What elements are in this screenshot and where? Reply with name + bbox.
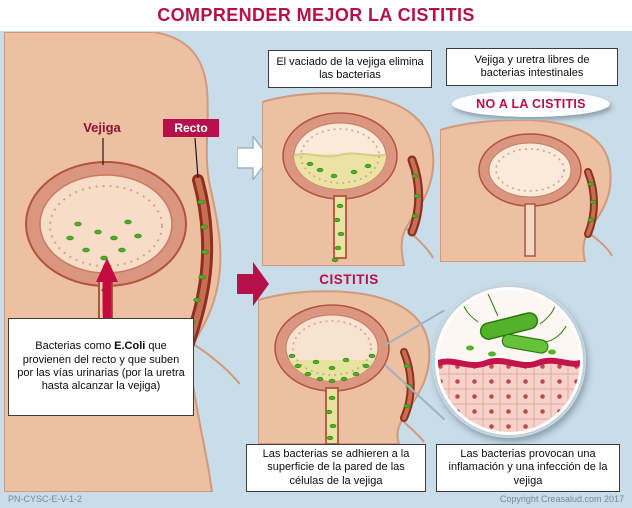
- voiding-anatomy-illustration: [262, 92, 436, 266]
- left-anatomy-illustration: [4, 32, 240, 492]
- page-title: COMPRENDER MEJOR LA CISTITIS: [157, 5, 475, 25]
- arrow-right-red-icon: [237, 262, 269, 306]
- arrow-right-white-icon: [237, 136, 269, 180]
- cystitis-anatomy-illustration: [258, 290, 434, 444]
- left-caption-box: Bacterias como E.Coli que provienen del …: [8, 318, 194, 416]
- cystitis-title: CISTITIS: [319, 272, 379, 287]
- no-cystitis-badge: NO A LA CISTITIS: [452, 91, 610, 117]
- infection-caption-box: Las bacterias provocan una inflamación y…: [436, 444, 620, 492]
- adhesion-caption-box: Las bacterias se adhieren a la superfici…: [246, 444, 426, 492]
- bacteria-free-caption-box: Vejiga y uretra libres de bacterias inte…: [446, 48, 618, 86]
- voiding-caption-box: El vaciado de la vejiga elimina las bact…: [268, 50, 432, 88]
- rectum-label: Recto: [163, 119, 219, 137]
- bladder-label: Vejiga: [83, 120, 121, 135]
- copyright-text: Copyright Creasalud.com 2017: [499, 494, 624, 504]
- header-bar: COMPRENDER MEJOR LA CISTITIS: [0, 0, 632, 31]
- left-caption-text: Bacterias como E.Coli que provienen del …: [17, 340, 185, 393]
- reference-code: PN-CYSC-E-V-1-2: [8, 494, 83, 504]
- magnifier-connector-lines: [385, 310, 445, 420]
- clean-anatomy-illustration: [440, 120, 622, 262]
- bacteria-magnifier-illustration: [432, 284, 586, 438]
